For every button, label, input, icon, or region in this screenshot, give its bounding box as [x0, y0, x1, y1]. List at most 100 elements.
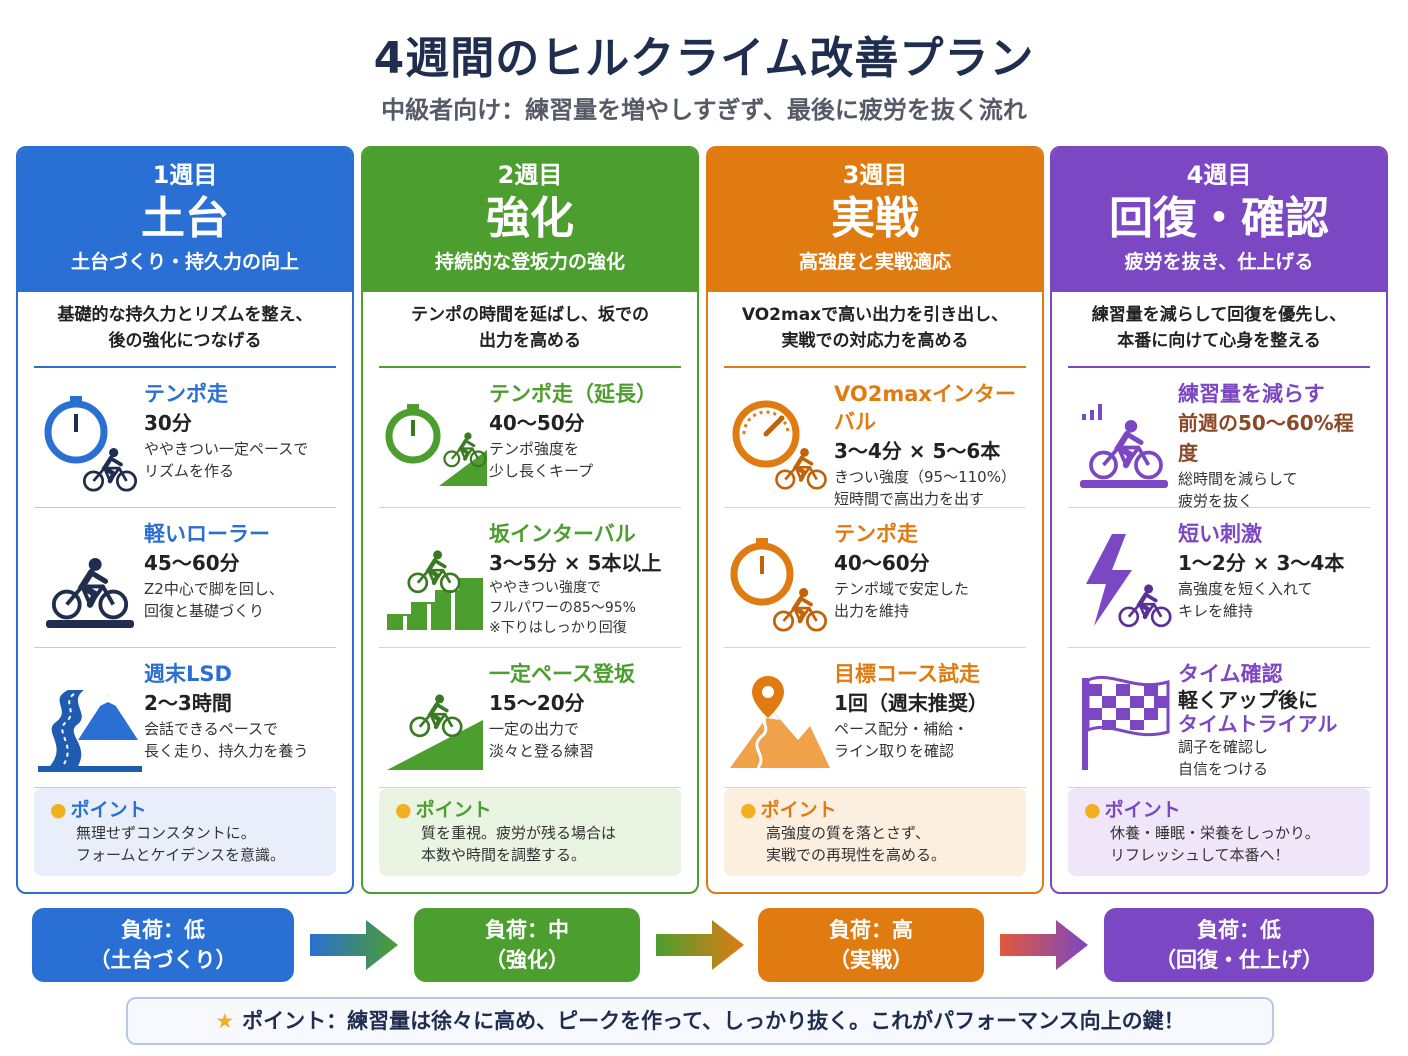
workout-note: 総時間を減らして 疲労を抜く: [1178, 470, 1298, 510]
workout-title: テンポ走: [834, 522, 918, 546]
workout-title: テンポ走: [144, 382, 228, 406]
load-level: 負荷：高: [829, 918, 913, 942]
workout-value: 軽くアップ後に: [1178, 688, 1318, 712]
workout-note: ややきつい強度で フルパワーの85〜95% ※下りはしっかり回復: [489, 580, 636, 636]
workout-item: 目標コース試走 1回（週末推奨） ペース配分・補給・ ライン取りを確認: [724, 648, 1026, 788]
winding-road-mountain-icon: [38, 690, 142, 772]
workout-value: 3〜4分 × 5〜6本: [834, 439, 1001, 463]
week-focus: 疲労を抜き、仕上げる: [1124, 251, 1314, 273]
arrow-right-icon: [310, 920, 398, 970]
workout-note: ペース配分・補給・ ライン取りを確認: [834, 720, 969, 760]
workout-title: VO2maxインターバル: [834, 382, 1016, 434]
week-focus: 土台づくり・持久力の向上: [70, 251, 299, 273]
week-3-header: 3週目 実戦 高強度と実戦適応: [708, 148, 1042, 292]
workout-note: 調子を確認し 自信をつける: [1178, 738, 1269, 778]
week-theme: 回復・確認: [1109, 193, 1329, 244]
workout-value: 1〜2分 × 3〜4本: [1178, 551, 1345, 575]
week-theme: 強化: [486, 193, 574, 244]
workout-value: 1回（週末推奨）: [834, 691, 988, 715]
point-label: ●ポイント: [740, 799, 837, 821]
workout-note: テンポ域で安定した 出力を維持: [834, 580, 970, 620]
week-description: 基礎的な持久力とリズムを整え、 後の強化につなげる: [34, 292, 336, 368]
week-focus: 高強度と実戦適応: [798, 251, 951, 273]
workout-title: テンポ走（延長）: [489, 382, 657, 406]
stopwatch-cyclist-icon: [730, 538, 832, 634]
point-text: 休養・睡眠・栄養をしっかり。 リフレッシュして本番へ！: [1110, 824, 1320, 864]
lightbulb-icon: ●: [740, 799, 757, 821]
week-description: VO2maxで高い出力を引き出し、 実戦での対応力を高める: [724, 292, 1026, 368]
lightbulb-icon: ●: [395, 799, 412, 821]
slope-climb-icon: [387, 670, 483, 770]
workout-item: 短い刺激 1〜2分 × 3〜4本 高強度を短く入れて キレを維持: [1068, 508, 1370, 648]
workout-item: テンポ走（延長） 40〜50分 テンポ強度を 少し長くキープ: [379, 368, 681, 508]
week-theme: 土台: [141, 193, 229, 244]
load-level: 負荷：中: [485, 918, 569, 942]
page-subtitle: 中級者向け：練習量を増やしすぎず、最後に疲労を抜く流れ: [381, 96, 1027, 124]
workout-value: 3〜5分 × 5本以上: [489, 551, 662, 575]
point-text: 高強度の質を落とさず、 実戦での再現性を高める。: [766, 824, 947, 864]
point-box: ●ポイント 高強度の質を落とさず、 実戦での再現性を高める。: [724, 788, 1026, 876]
point-box: ●ポイント 質を重視。疲労が残る場合は 本数や時間を調整する。: [379, 788, 681, 876]
workout-item: タイム確認 軽くアップ後に タイムトライアル 調子を確認し 自信をつける: [1068, 648, 1370, 788]
workout-item: テンポ走 30分 ややきつい一定ペースで リズムを作る: [34, 368, 336, 508]
workout-title: 週末LSD: [144, 662, 232, 686]
workout-item: 坂インターバル 3〜5分 × 5本以上 ややきつい強度で フルパワーの85〜95…: [379, 508, 681, 648]
load-phase: （実戦）: [829, 948, 913, 972]
workout-value: 30分: [144, 411, 192, 435]
workout-title: 坂インターバル: [489, 522, 636, 546]
workout-item: 練習量を減らす 前週の50〜60%程度 総時間を減らして 疲労を抜く: [1068, 368, 1370, 510]
point-label: ●ポイント: [395, 799, 492, 821]
workout-item: VO2maxインターバル 3〜4分 × 5〜6本 きつい強度（95〜110%） …: [724, 368, 1026, 508]
star-icon: ★: [215, 1009, 235, 1033]
workout-note: Z2中心で脚を回し、 回復と基礎づくり: [144, 580, 284, 620]
week-1-column: 1週目 土台 土台づくり・持久力の向上 基礎的な持久力とリズムを整え、 後の強化…: [16, 146, 354, 894]
trainer-recovery-icon: [1080, 404, 1168, 488]
arrow-right-icon: [1000, 920, 1088, 970]
workout-value-emphasis: タイムトライアル: [1178, 712, 1338, 736]
load-phase: （強化）: [485, 948, 569, 972]
load-badge-week-4: 負荷：低 （回復・仕上げ）: [1104, 908, 1374, 982]
workout-item: テンポ走 40〜60分 テンポ域で安定した 出力を維持: [724, 508, 1026, 648]
week-focus: 持続的な登坂力の強化: [434, 251, 625, 273]
load-badge-week-1: 負荷：低 （土台づくり）: [32, 908, 294, 982]
workout-note: ややきつい一定ペースで リズムを作る: [144, 440, 309, 480]
workout-note: テンポ強度を 少し長くキープ: [489, 440, 594, 480]
workout-title: タイム確認: [1178, 662, 1283, 686]
workout-item: 軽いローラー 45〜60分 Z2中心で脚を回し、 回復と基礎づくり: [34, 508, 336, 648]
point-box: ●ポイント 無理せずコンスタントに。 フォームとケイデンスを意識。: [34, 788, 336, 876]
week-label: 3週目: [842, 161, 908, 189]
stopwatch-climb-icon: [385, 404, 487, 486]
load-phase: （土台づくり）: [89, 948, 237, 972]
page-title: 4週間のヒルクライム改善プラン: [373, 33, 1035, 84]
workout-value: 45〜60分: [144, 551, 240, 575]
workout-note: 高強度を短く入れて キレを維持: [1178, 580, 1313, 620]
week-1-header: 1週目 土台 土台づくり・持久力の向上: [18, 148, 352, 292]
checkered-flag-icon: [1082, 675, 1170, 770]
stair-climb-icon: [387, 530, 483, 630]
banner-text: ポイント：練習量は徐々に高め、ピークを作って、しっかり抜く。これがパフォーマンス…: [242, 1009, 1185, 1033]
workout-value: 40〜50分: [489, 411, 585, 435]
point-text: 無理せずコンスタントに。 フォームとケイデンスを意識。: [76, 824, 285, 864]
load-badge-week-2: 負荷：中 （強化）: [414, 908, 640, 982]
indoor-trainer-icon: [46, 530, 134, 628]
arrow-right-icon: [656, 920, 744, 970]
workout-value: 15〜20分: [489, 691, 585, 715]
week-description: 練習量を減らして回復を優先し、 本番に向けて心身を整える: [1068, 292, 1370, 368]
workout-title: 一定ペース登坂: [489, 662, 635, 686]
gauge-cyclist-icon: [732, 400, 832, 494]
week-label: 2週目: [497, 161, 563, 189]
load-badge-week-3: 負荷：高 （実戦）: [758, 908, 984, 982]
week-label: 1週目: [152, 161, 218, 189]
load-level: 負荷：低: [121, 918, 205, 942]
workout-value: 前週の50〜60%程度: [1178, 411, 1354, 465]
lightbulb-icon: ●: [1084, 799, 1101, 821]
week-4-header: 4週目 回復・確認 疲労を抜き、仕上げる: [1052, 148, 1386, 292]
lightbulb-icon: ●: [50, 799, 67, 821]
workout-item: 一定ペース登坂 15〜20分 一定の出力で 淡々と登る練習: [379, 648, 681, 788]
workout-value: 2〜3時間: [144, 691, 232, 715]
workout-title: 目標コース試走: [834, 662, 980, 686]
key-point-banner: ★ ポイント：練習量は徐々に高め、ピークを作って、しっかり抜く。これがパフォーマン…: [126, 997, 1274, 1045]
week-label: 4週目: [1186, 161, 1252, 189]
week-description: テンポの時間を延ばし、坂での 出力を高める: [379, 292, 681, 368]
week-4-column: 4週目 回復・確認 疲労を抜き、仕上げる 練習量を減らして回復を優先し、 本番に…: [1050, 146, 1388, 894]
